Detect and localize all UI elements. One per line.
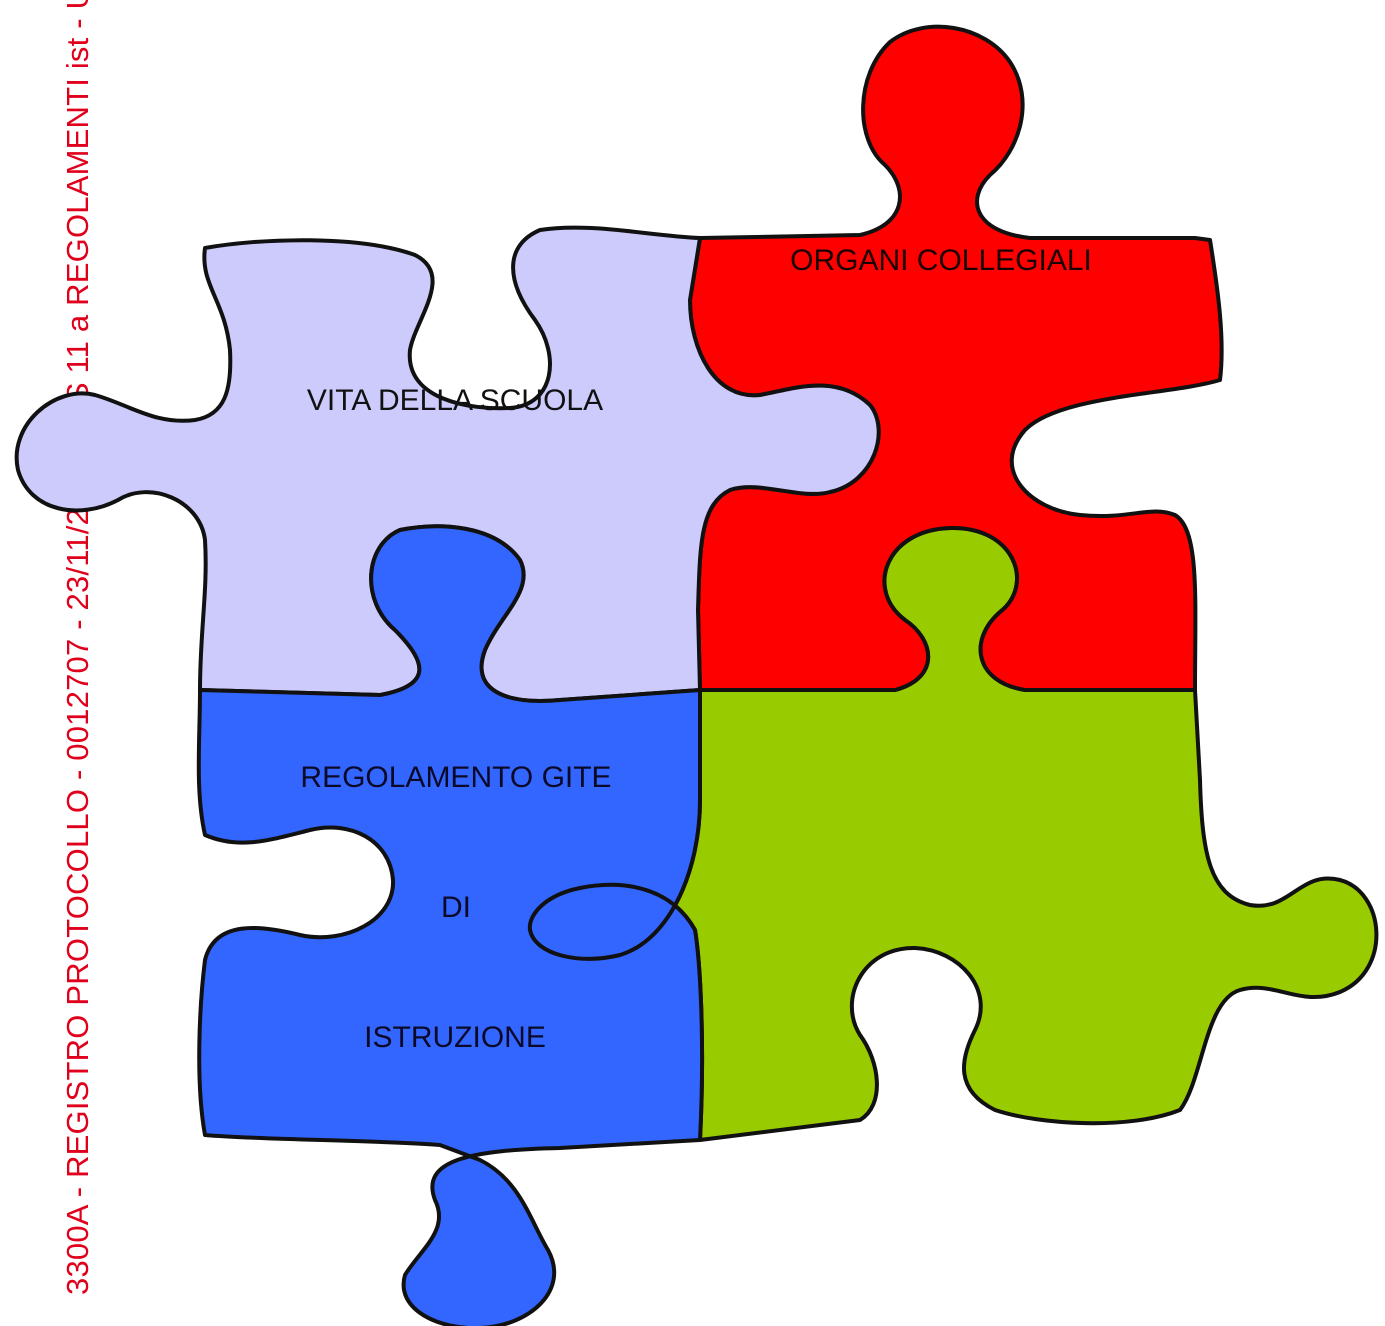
label-di: DI [441, 891, 471, 924]
label-regolamento-gite: REGOLAMENTO GITE [300, 761, 611, 794]
label-vita-della-scuola: VITA DELLA SCUOLA [307, 384, 603, 417]
label-istruzione: ISTRUZIONE [364, 1021, 546, 1054]
puzzle-piece-blue [196, 524, 705, 1326]
label-organi-collegiali: ORGANI COLLEGIALI [790, 244, 1092, 277]
